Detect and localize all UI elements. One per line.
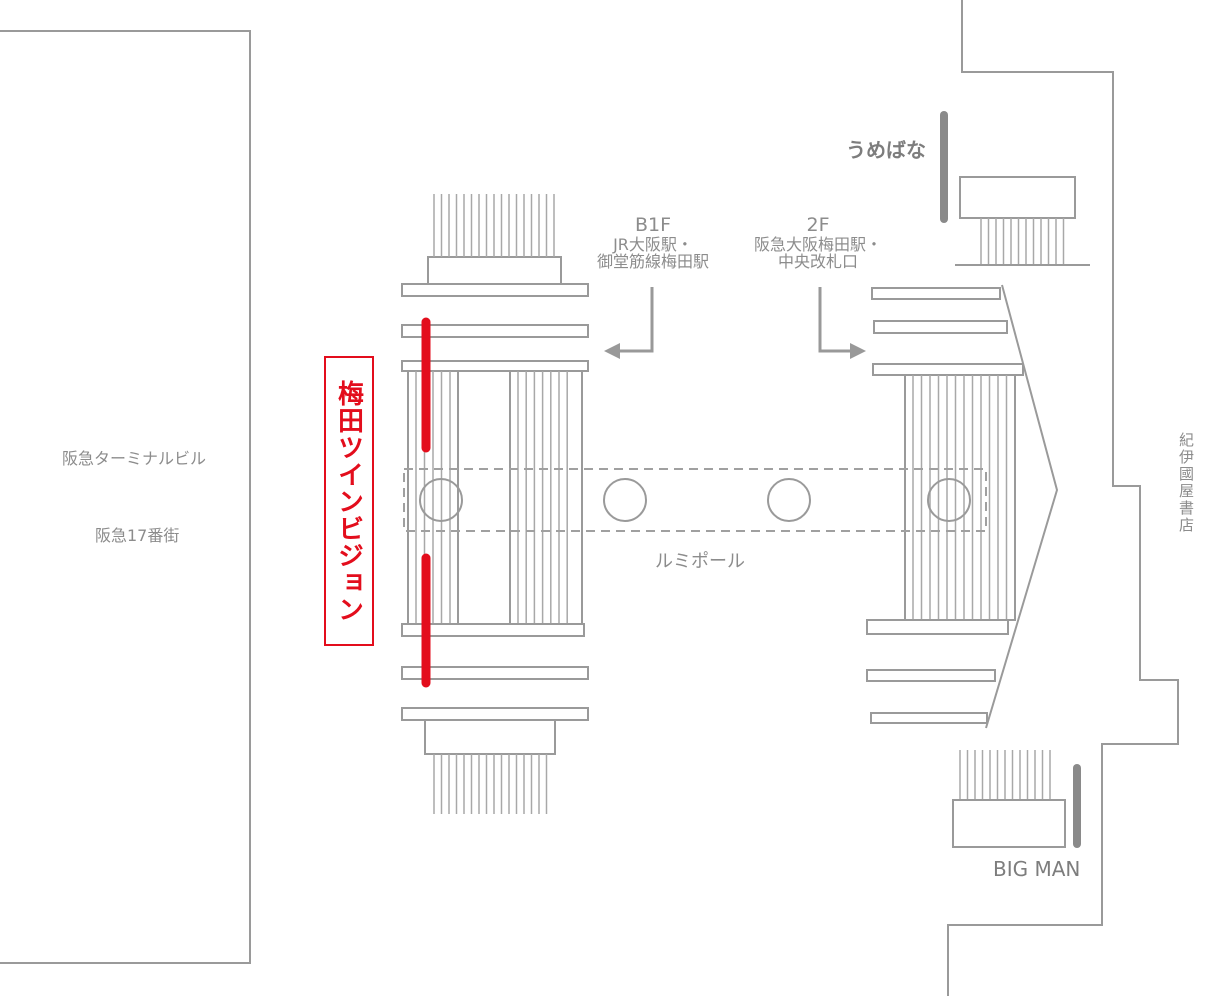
2f-exit-label: 2F 阪急大阪梅田駅・ 中央改札口 <box>738 214 898 270</box>
2f-line2: 中央改札口 <box>777 252 858 271</box>
left-escalator-lanes <box>415 371 568 624</box>
lumi-pole-zone <box>403 468 987 532</box>
right-building-outline <box>947 0 1179 996</box>
b1f-line1: JR大阪駅・ <box>613 235 693 254</box>
umebana-label: うめばな <box>846 138 926 162</box>
2f-direction-arrow <box>818 287 866 359</box>
b1f-floor: B1F <box>634 214 672 236</box>
bigman-label: BIG MAN <box>993 857 1081 881</box>
kinokuniya-label: 紀伊國屋書店 <box>1177 432 1195 534</box>
left-stair-group <box>401 194 589 814</box>
2f-floor: 2F <box>806 214 830 236</box>
terminal-building-label: 阪急ターミナルビル <box>62 449 207 468</box>
right-stair-group <box>866 176 1090 848</box>
left-bottom-stair-treads <box>433 754 548 814</box>
street17-label: 阪急17番街 <box>95 526 180 545</box>
right-top-stair-treads <box>980 218 1065 265</box>
right-escalator-lanes <box>912 375 1008 620</box>
left-top-stair-treads <box>433 194 555 257</box>
b1f-direction-arrow <box>604 287 654 359</box>
bigman-stair-treads <box>959 750 1051 800</box>
2f-line1: 阪急大阪梅田駅・ <box>753 235 882 254</box>
b1f-line2: 御堂筋線梅田駅 <box>596 252 709 271</box>
lumi-pole-circles <box>419 478 971 522</box>
twin-vision-label: 梅田ツインビジョン <box>324 356 374 646</box>
lumi-pole-label: ルミポール <box>655 551 745 572</box>
terminal-building-outline <box>0 30 251 964</box>
b1f-exit-label: B1F JR大阪駅・ 御堂筋線梅田駅 <box>588 214 718 270</box>
